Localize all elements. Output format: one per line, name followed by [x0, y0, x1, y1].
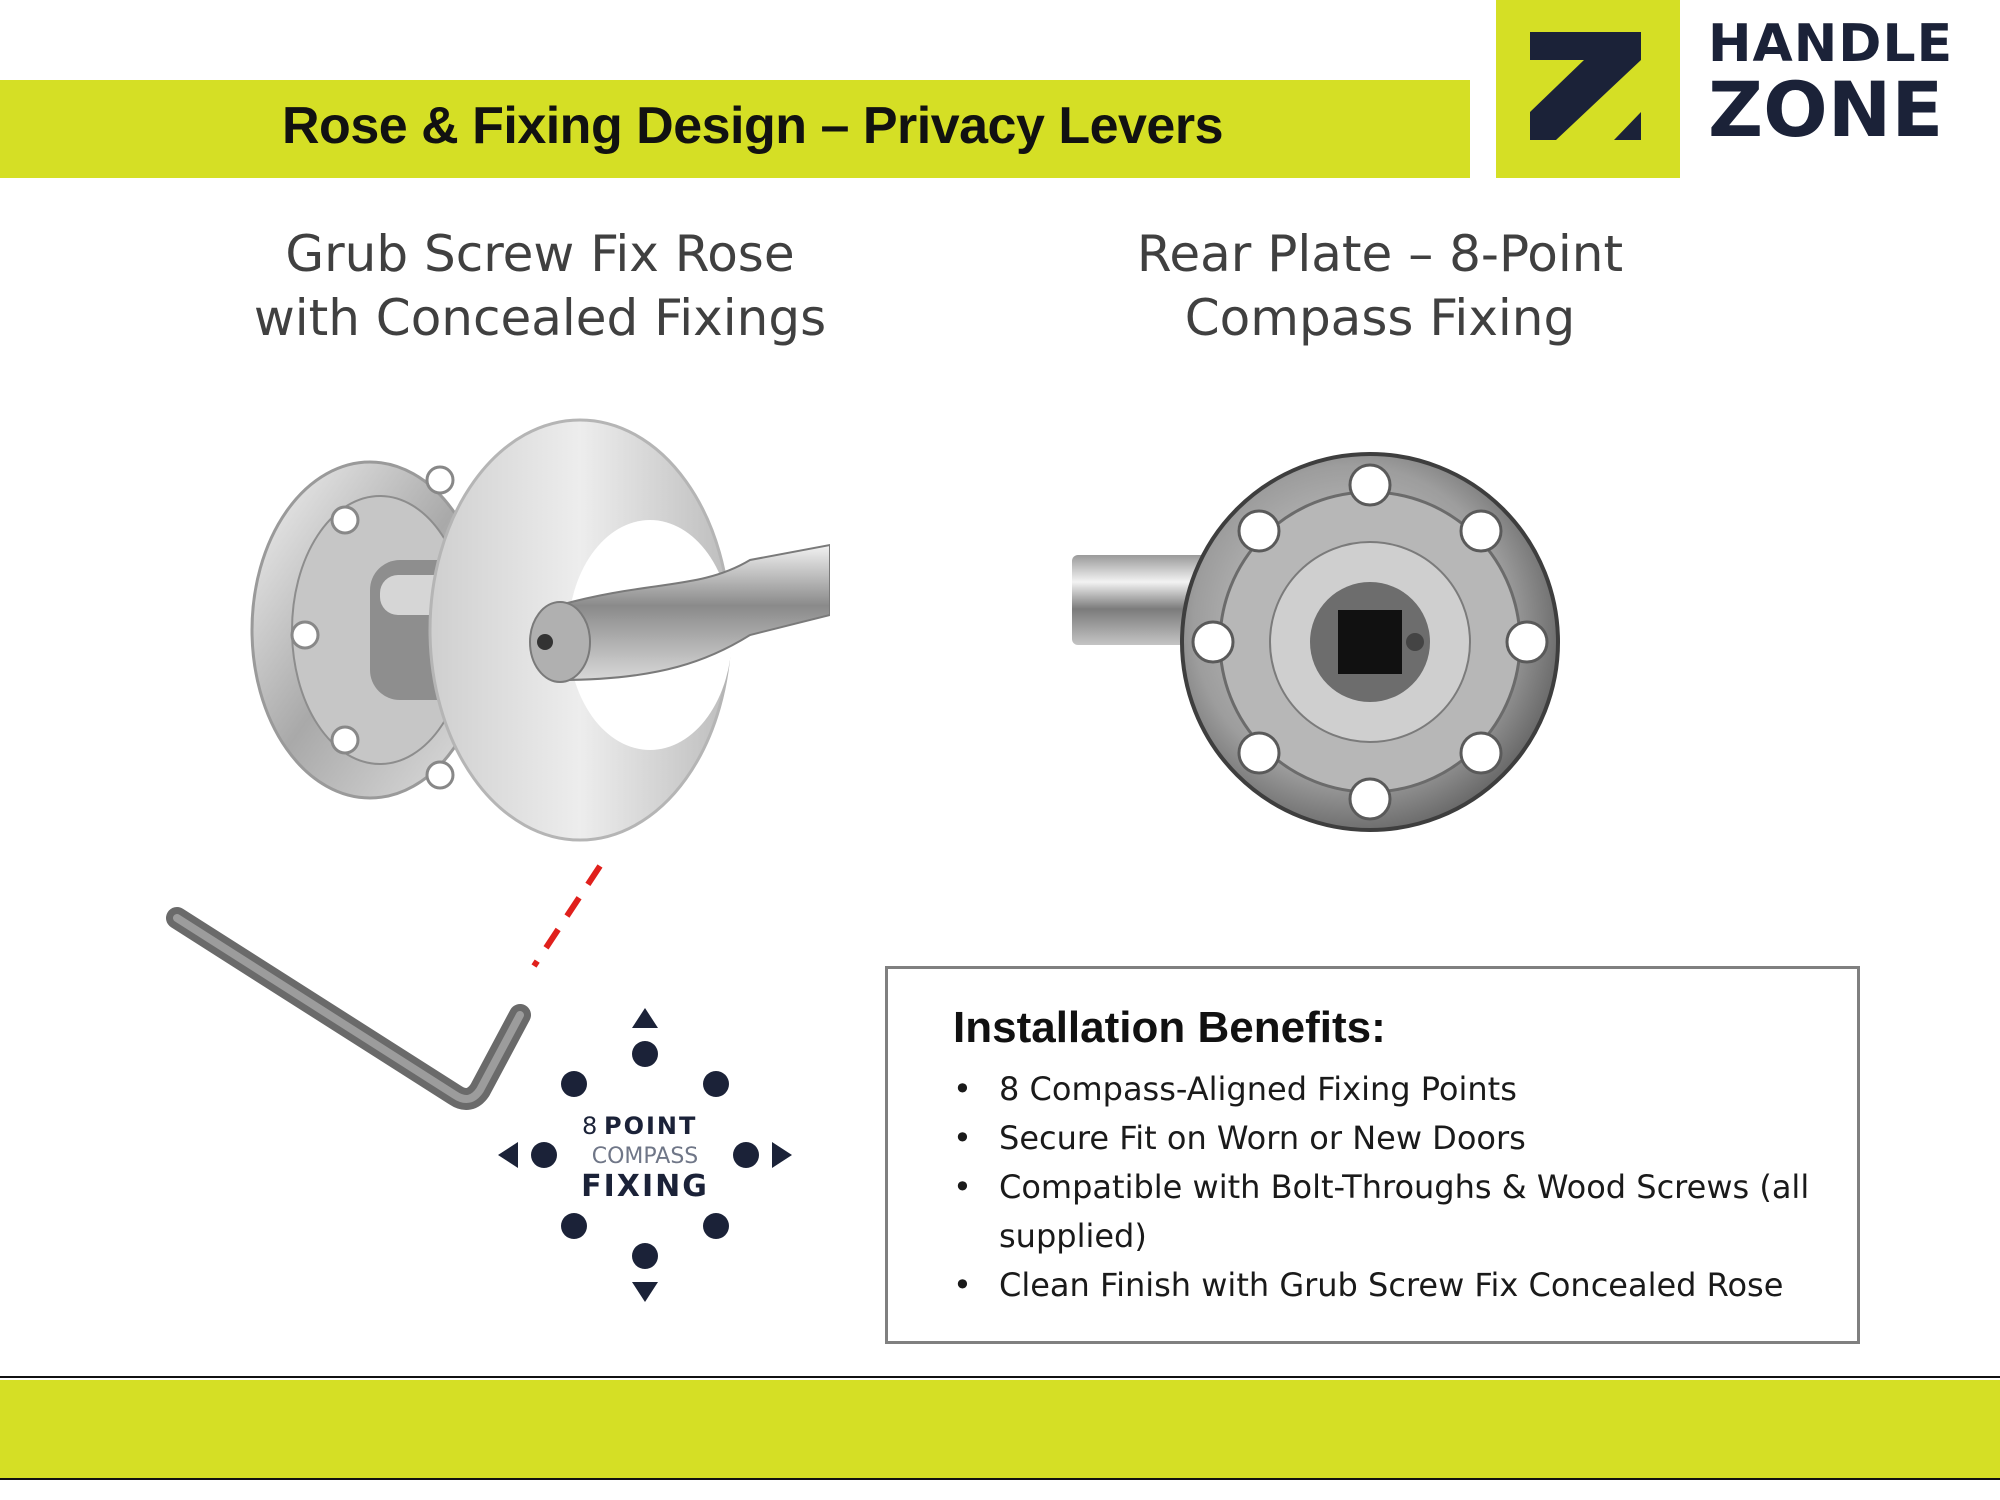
- footer-rule-top: [0, 1376, 2000, 1378]
- bullet-icon: •: [953, 1168, 972, 1206]
- installation-benefits-box: Installation Benefits: • 8 Compass-Aligne…: [885, 966, 1860, 1344]
- rear-plate-icon: [1070, 430, 1590, 864]
- footer-band: [0, 1380, 2000, 1478]
- benefit-item: • 8 Compass-Aligned Fixing Points: [953, 1065, 1829, 1114]
- benefit-item: • Secure Fit on Worn or New Doors: [953, 1114, 1829, 1163]
- handlezone-logo-icon: [1496, 0, 1680, 178]
- compass-fixing-icon: 8 POINT COMPASS FIXING: [490, 1000, 800, 1314]
- grub-screw-rose-icon: [230, 390, 831, 874]
- benefits-title: Installation Benefits:: [953, 1003, 1386, 1052]
- left-heading-line-2: with Concealed Fixings: [253, 289, 827, 347]
- left-section-heading: Grub Screw Fix Rose with Concealed Fixin…: [190, 222, 890, 350]
- right-heading-line-2: Compass Fixing: [1184, 289, 1576, 347]
- bullet-icon: •: [953, 1266, 972, 1304]
- page-title: Rose & Fixing Design – Privacy Levers: [282, 97, 1224, 155]
- compass-word-fixing: FIXING: [581, 1169, 709, 1204]
- allen-key-icon: [165, 900, 535, 1124]
- left-heading-line-1: Grub Screw Fix Rose: [285, 225, 795, 283]
- benefit-text: 8 Compass-Aligned Fixing Points: [999, 1070, 1517, 1108]
- dashed-pointer-line: [528, 862, 608, 976]
- benefit-text: Compatible with Bolt-Throughs & Wood Scr…: [999, 1168, 1810, 1255]
- compass-word-compass: COMPASS: [592, 1144, 699, 1169]
- benefits-list: • 8 Compass-Aligned Fixing Points • Secure…: [953, 1065, 1829, 1310]
- right-section-heading: Rear Plate – 8-Point Compass Fixing: [1030, 222, 1730, 350]
- bullet-icon: •: [953, 1119, 972, 1157]
- compass-number: 8: [582, 1112, 597, 1140]
- footer-rule-bottom: [0, 1478, 2000, 1480]
- brand-name: HANDLE ZONE: [1708, 18, 1968, 148]
- right-heading-line-1: Rear Plate – 8-Point: [1136, 225, 1624, 283]
- benefit-text: Secure Fit on Worn or New Doors: [999, 1119, 1526, 1157]
- title-band: [0, 80, 1470, 178]
- benefit-item: • Clean Finish with Grub Screw Fix Concea…: [953, 1261, 1829, 1310]
- benefit-text: Clean Finish with Grub Screw Fix Conceal…: [999, 1266, 1784, 1304]
- benefit-item: • Compatible with Bolt-Throughs & Wood Sc…: [953, 1163, 1829, 1261]
- bullet-icon: •: [953, 1070, 972, 1108]
- brand-line-1: HANDLE: [1708, 14, 1954, 74]
- compass-word-point: POINT: [604, 1112, 697, 1140]
- brand-line-2: ZONE: [1708, 65, 1944, 154]
